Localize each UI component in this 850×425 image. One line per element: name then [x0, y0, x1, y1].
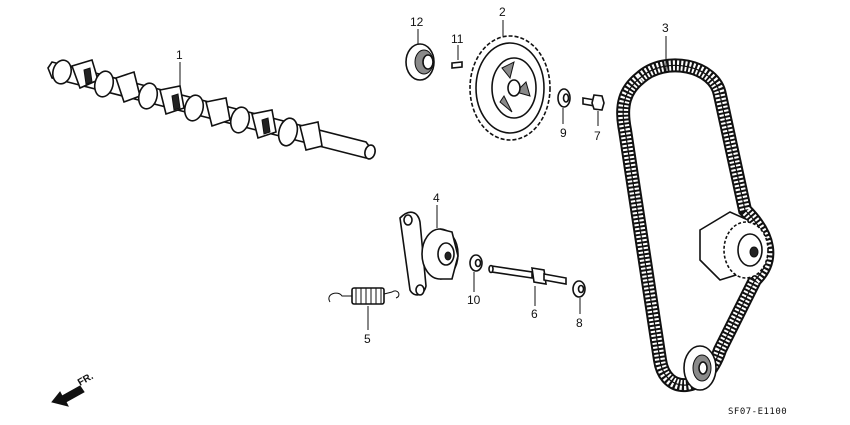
- callout-11: 11: [451, 32, 464, 46]
- woodruff-key: [451, 61, 463, 69]
- callout-8: 8: [576, 316, 583, 330]
- timing-belt: [616, 58, 775, 392]
- belt-tensioner: [399, 211, 459, 296]
- diagram-code: SF07-E1100: [728, 407, 787, 417]
- tensioner-washer: [469, 254, 483, 272]
- crank-pulley: [699, 211, 769, 281]
- bolt-washer: [572, 280, 586, 298]
- callout-5: 5: [364, 332, 371, 346]
- callout-7: 7: [594, 129, 601, 143]
- tensioner-bolt: [488, 264, 567, 285]
- callout-9: 9: [560, 126, 567, 140]
- tensioner-spring: [328, 287, 400, 305]
- camshaft: [47, 59, 376, 160]
- callout-4: 4: [433, 191, 440, 205]
- oil-seal: [405, 43, 435, 81]
- pulley-washer: [557, 88, 571, 108]
- camshaft-pulley: [469, 35, 551, 141]
- front-direction-arrow-icon: [51, 385, 85, 407]
- callout-3: 3: [662, 21, 669, 35]
- idler-pulley: [683, 345, 717, 391]
- pulley-bolt: [582, 94, 605, 111]
- callout-2: 2: [499, 5, 506, 19]
- callout-6: 6: [531, 307, 538, 321]
- callout-12: 12: [410, 15, 424, 29]
- front-direction-label: FR.: [76, 371, 96, 389]
- callout-10: 10: [467, 293, 481, 307]
- callout-1: 1: [176, 48, 183, 62]
